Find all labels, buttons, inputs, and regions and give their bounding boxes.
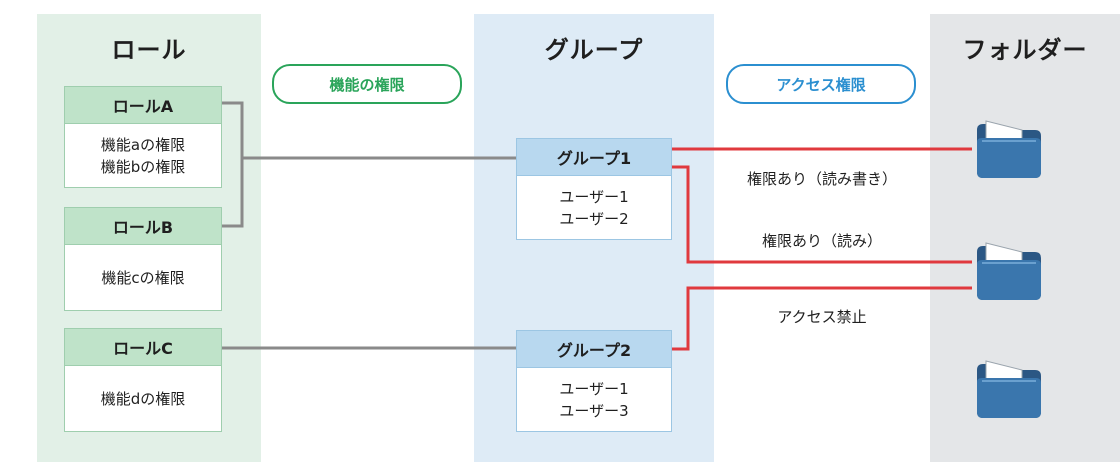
group-name: グループ2 (517, 331, 671, 368)
permission-item: 機能aの権限 (100, 136, 186, 154)
access-label-read: 権限あり（読み） (761, 232, 882, 250)
role-name: ロールC (65, 329, 221, 366)
group2-to-folder2-line (672, 286, 972, 351)
permission-item: 機能bの権限 (100, 158, 186, 176)
group-members: ユーザー1 ユーザー3 (517, 368, 671, 432)
group-members: ユーザー1 ユーザー2 (517, 176, 671, 240)
access-label-denied: アクセス禁止 (777, 308, 867, 326)
role-name: ロールB (65, 208, 221, 245)
group-card-1: グループ1 ユーザー1 ユーザー2 (516, 138, 672, 240)
folder-icon (977, 242, 1041, 300)
group-card-2: グループ2 ユーザー1 ユーザー3 (516, 330, 672, 432)
role-a-b-bracket-line (222, 101, 244, 228)
role-card-a: ロールA 機能aの権限 機能bの権限 (64, 86, 222, 188)
member-item: ユーザー2 (559, 210, 629, 228)
permission-item: 機能cの権限 (101, 269, 185, 287)
group-name: グループ1 (517, 139, 671, 176)
member-item: ユーザー1 (559, 380, 629, 398)
folder-column-title: フォルダー (962, 36, 1088, 64)
folder-icon (977, 360, 1041, 418)
folder-icon (977, 120, 1041, 178)
role-column-title: ロール (111, 36, 187, 64)
group-column-title: グループ (544, 36, 644, 64)
role-card-b: ロールB 機能cの権限 (64, 207, 222, 311)
role-card-c: ロールC 機能dの権限 (64, 328, 222, 432)
role-permissions: 機能cの権限 (65, 245, 221, 311)
permission-item: 機能dの権限 (100, 390, 186, 408)
member-item: ユーザー1 (559, 188, 629, 206)
role-name: ロールA (65, 87, 221, 124)
function-permission-pill: 機能の権限 (272, 64, 462, 104)
group1-to-folder2-line (672, 165, 972, 264)
role-permissions: 機能aの権限 機能bの権限 (65, 124, 221, 188)
access-permission-pill: アクセス権限 (726, 64, 916, 104)
member-item: ユーザー3 (559, 402, 629, 420)
role-permissions: 機能dの権限 (65, 366, 221, 432)
access-label-read-write: 権限あり（読み書き） (746, 170, 897, 188)
